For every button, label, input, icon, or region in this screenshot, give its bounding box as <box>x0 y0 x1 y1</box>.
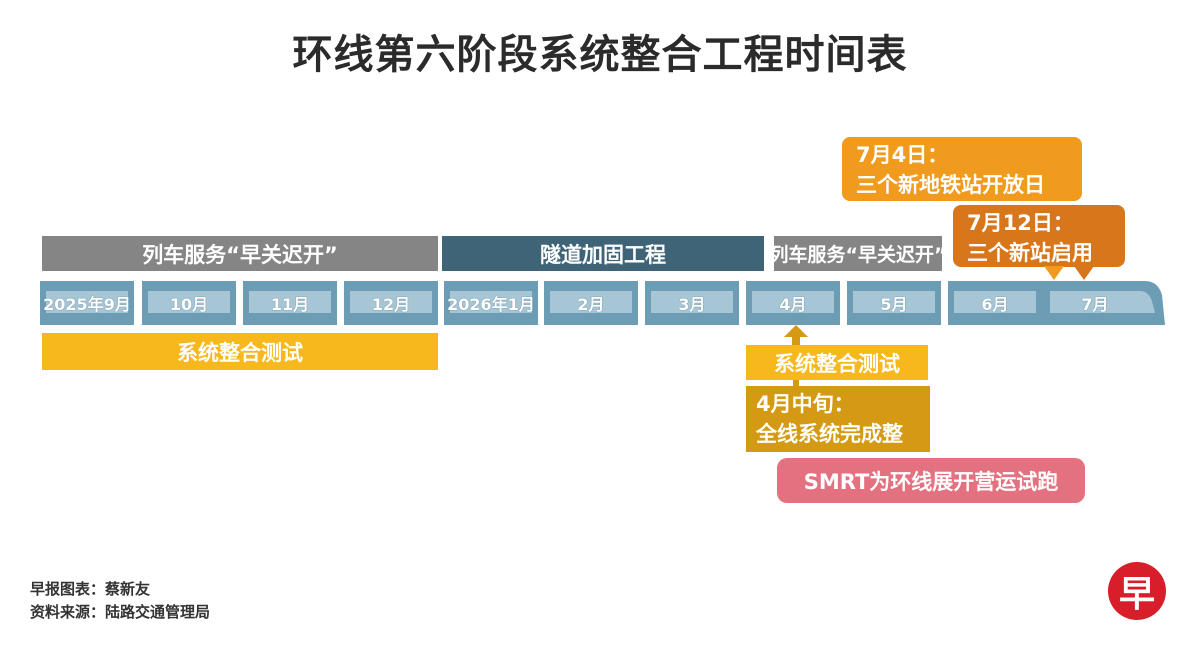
month-label: 10月 <box>169 295 209 314</box>
month-label: 6月 <box>981 295 1009 314</box>
month-cell: 2025年9月 <box>40 281 134 325</box>
integration-test-bar-1: 系统整合测试 <box>42 333 438 370</box>
callout-line: 7月4日： <box>856 143 949 167</box>
callout-line: 三个新站启用 <box>967 241 1093 265</box>
timeline-train <box>40 281 1165 325</box>
month-cell: 11月 <box>243 281 337 325</box>
zaobao-logo: 早 <box>1108 562 1166 620</box>
callout-line: 4月中旬： <box>756 392 855 416</box>
month-cell: 2026年1月 <box>444 281 538 325</box>
page-title: 环线第六阶段系统整合工程时间表 <box>292 32 908 78</box>
month-cell: 6月 <box>948 281 1042 325</box>
down-arrow-icon <box>1044 266 1064 280</box>
up-arrow-icon <box>784 325 808 347</box>
graphic-credit: 早报图表：蔡新友 <box>30 580 151 598</box>
data-source: 资料来源：陆路交通管理局 <box>30 603 211 621</box>
phase-early-close-2: 列车服务“早关迟开” <box>770 236 947 271</box>
month-label: 2月 <box>577 295 605 314</box>
month-cell: 10月 <box>142 281 236 325</box>
april-mid-callout: 4月中旬： 全线系统完成整合 <box>746 386 930 476</box>
integration-test-bar-2: 系统整合测试 <box>746 345 928 380</box>
connector-line <box>793 380 799 388</box>
month-cell: 2月 <box>544 281 638 325</box>
callout-line: 全线系统完成整合 <box>756 422 903 476</box>
month-cell: 3月 <box>645 281 739 325</box>
smrt-trial-run-badge: SMRT为环线展开营运试跑 <box>777 458 1085 503</box>
month-label: 11月 <box>270 295 310 314</box>
month-label: 7月 <box>1081 295 1109 314</box>
month-label: 2025年9月 <box>43 295 131 314</box>
phase-early-close-1: 列车服务“早关迟开” <box>42 236 438 271</box>
july12-opening-callout: 7月12日： 三个新站启用 <box>953 205 1125 267</box>
month-label: 3月 <box>678 295 706 314</box>
month-cell: 4月 <box>746 281 840 325</box>
month-label: 4月 <box>779 295 807 314</box>
month-label: 2026年1月 <box>447 295 535 314</box>
month-label: 12月 <box>371 295 411 314</box>
callout-line: 7月12日： <box>967 211 1074 235</box>
july4-open-house-callout: 7月4日： 三个新地铁站开放日 <box>842 137 1082 201</box>
phase-tunnel-reinforcement: 隧道加固工程 <box>442 236 764 271</box>
callout-line: 三个新地铁站开放日 <box>856 173 1045 197</box>
down-arrow-icon <box>1074 266 1094 280</box>
train-nose-shape <box>1040 281 1165 325</box>
month-cell: 7月 <box>1048 281 1142 325</box>
month-label: 5月 <box>880 295 908 314</box>
month-cell: 12月 <box>344 281 438 325</box>
month-cell: 5月 <box>847 281 941 325</box>
